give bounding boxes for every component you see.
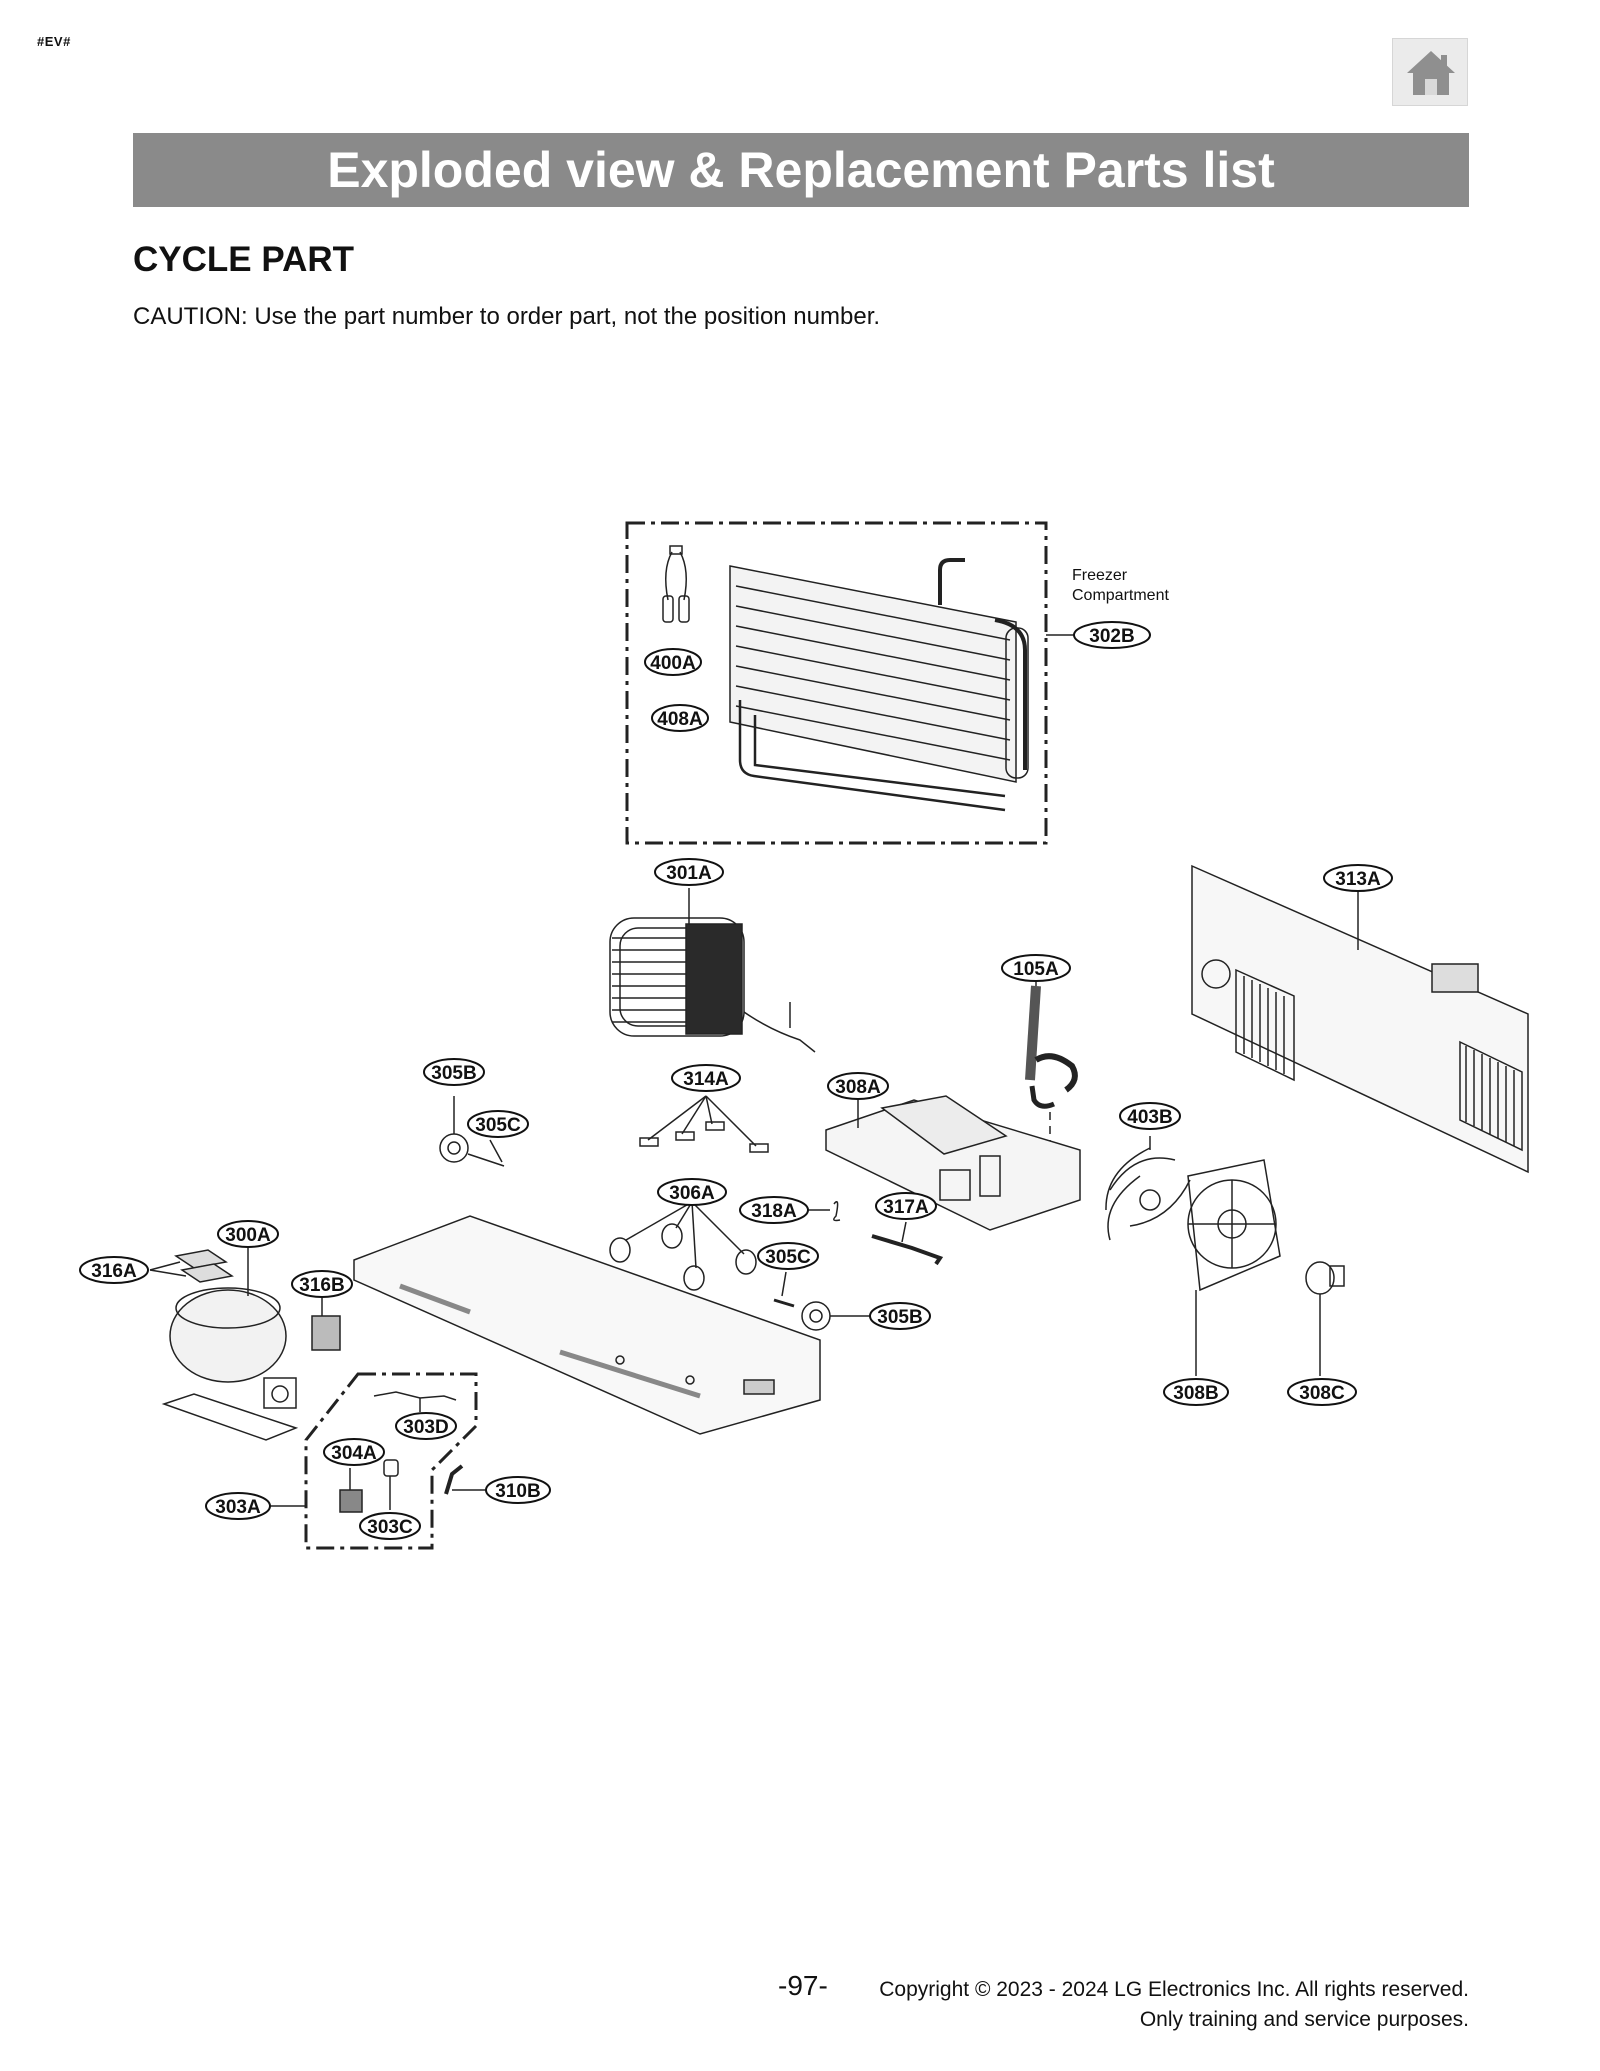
callout-316B[interactable]: 316B [291, 1270, 353, 1298]
pipe-310b-drawing [444, 1464, 464, 1495]
diagram-note-line2: Compartment [1072, 587, 1169, 604]
svg-text:314A: 314A [683, 1069, 729, 1090]
svg-text:308A: 308A [835, 1077, 881, 1098]
purpose-line: Only training and service purposes. [1139, 2008, 1469, 2031]
callout-306A[interactable]: 306A [657, 1178, 727, 1206]
svg-text:303C: 303C [367, 1517, 413, 1538]
relay-304a-drawing [339, 1489, 363, 1513]
harness-303d-drawing [373, 1391, 457, 1401]
svg-text:400A: 400A [650, 653, 696, 674]
svg-text:305B: 305B [431, 1063, 476, 1084]
callout-305B-mid[interactable]: 305B [869, 1302, 931, 1330]
callout-301A[interactable]: 301A [654, 858, 724, 886]
callout-305C-mid[interactable]: 305C [757, 1242, 819, 1270]
svg-text:313A: 313A [1335, 869, 1381, 890]
machine-room-base-drawing [825, 1095, 1081, 1231]
svg-text:310B: 310B [495, 1481, 540, 1502]
grommet-c [683, 1265, 705, 1291]
pin-305c-mid [773, 1298, 795, 1308]
callout-308B[interactable]: 308B [1163, 1378, 1229, 1406]
callout-303A[interactable]: 303A [205, 1492, 271, 1520]
compressor-drawing [161, 1287, 299, 1441]
caution-text: CAUTION: Use the part number to order pa… [133, 303, 881, 330]
svg-text:105A: 105A [1013, 959, 1059, 980]
machine-room-cover-drawing [1191, 864, 1529, 1174]
svg-text:303A: 303A [215, 1497, 261, 1518]
evaporator-clip-drawing [662, 545, 690, 623]
callout-400A[interactable]: 400A [644, 648, 702, 676]
callout-313A[interactable]: 313A [1323, 864, 1393, 892]
fan-shroud-drawing [1187, 1159, 1281, 1292]
document-tag: #EV# [37, 34, 71, 49]
svg-text:317A: 317A [883, 1197, 929, 1218]
bracket-d [749, 1143, 769, 1153]
base-plate-drawing [353, 1215, 821, 1435]
page-banner-title: Exploded view & Replacement Parts list [133, 133, 1469, 207]
svg-text:308B: 308B [1173, 1383, 1218, 1404]
svg-text:304A: 304A [331, 1443, 377, 1464]
callout-317A[interactable]: 317A [875, 1192, 937, 1220]
callout-403B[interactable]: 403B [1119, 1102, 1181, 1130]
pad-316a-1 [174, 1249, 228, 1269]
pipe-317a-drawing [871, 1234, 944, 1266]
svg-text:300A: 300A [225, 1225, 271, 1246]
bracket-c [705, 1121, 725, 1131]
svg-text:305B: 305B [877, 1307, 922, 1328]
grommet-b [661, 1223, 683, 1249]
home-icon [1407, 51, 1455, 95]
svg-text:305C: 305C [765, 1247, 811, 1268]
callout-303C[interactable]: 303C [359, 1512, 421, 1540]
bracket-b [675, 1131, 695, 1141]
electrical-group-box [304, 1372, 478, 1550]
callout-105A[interactable]: 105A [1001, 954, 1071, 982]
svg-text:316A: 316A [91, 1261, 137, 1282]
callout-308C[interactable]: 308C [1287, 1378, 1357, 1406]
cap-303c-drawing [383, 1459, 399, 1477]
callout-300A[interactable]: 300A [217, 1220, 279, 1248]
fan-motor-drawing [1305, 1261, 1345, 1295]
svg-text:403B: 403B [1127, 1107, 1172, 1128]
pad-316a-2 [180, 1263, 234, 1283]
callout-316A[interactable]: 316A [79, 1256, 149, 1284]
clip-318a-drawing [833, 1201, 841, 1222]
svg-text:302B: 302B [1089, 626, 1134, 647]
callout-305B-top[interactable]: 305B [423, 1058, 485, 1086]
callout-408A[interactable]: 408A [651, 704, 709, 732]
grommet-d [735, 1249, 757, 1275]
svg-text:306A: 306A [669, 1183, 715, 1204]
svg-text:305C: 305C [475, 1115, 521, 1136]
callout-314A[interactable]: 314A [671, 1064, 741, 1092]
bracket-a [639, 1137, 659, 1147]
callout-304A[interactable]: 304A [323, 1438, 385, 1466]
svg-text:303D: 303D [403, 1417, 448, 1438]
grommet-a [609, 1237, 631, 1263]
callout-302B[interactable]: 302B [1073, 621, 1151, 649]
copyright-line: Copyright © 2023 - 2024 LG Electronics I… [879, 1978, 1469, 2001]
callout-305C-top[interactable]: 305C [467, 1110, 529, 1138]
section-title: CYCLE PART [133, 240, 355, 279]
callout-310B[interactable]: 310B [485, 1476, 551, 1504]
evaporator-core-drawing [729, 558, 1029, 783]
fan-blade-drawing [1105, 1147, 1191, 1241]
diagram-note-line1: Freezer [1072, 567, 1128, 584]
pad-316b [311, 1315, 341, 1351]
svg-text:301A: 301A [666, 863, 712, 884]
evaporator-group-box [625, 521, 1048, 845]
svg-text:316B: 316B [299, 1275, 344, 1296]
svg-text:318A: 318A [751, 1201, 797, 1222]
svg-text:308C: 308C [1299, 1383, 1345, 1404]
callout-303D[interactable]: 303D [395, 1412, 457, 1440]
drain-hose-drawing [1025, 985, 1078, 1109]
home-button[interactable] [1392, 38, 1468, 106]
callout-308A[interactable]: 308A [827, 1072, 889, 1100]
condenser-drawing [609, 917, 816, 1053]
svg-text:408A: 408A [657, 709, 703, 730]
callout-318A[interactable]: 318A [739, 1196, 809, 1224]
footer-copyright: Copyright © 2023 - 2024 LG Electronics I… [879, 1975, 1469, 2035]
page-number: -97- [778, 1970, 828, 2001]
roller-top-drawing [439, 1133, 505, 1167]
roller-mid-drawing [801, 1301, 831, 1331]
defrost-heater-drawing [738, 700, 1006, 812]
